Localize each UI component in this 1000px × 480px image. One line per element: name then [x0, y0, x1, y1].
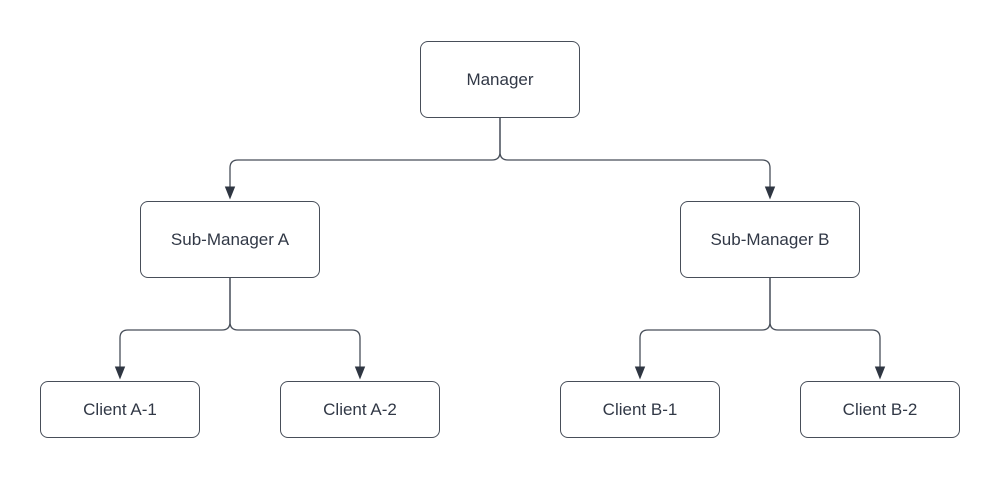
- edge-sub-manager-a-client-a1: [114, 278, 231, 380]
- edge-sub-manager-b-client-b2: [769, 278, 886, 380]
- node-label: Client B-2: [842, 399, 918, 419]
- node-client-b1[interactable]: Client B-1: [560, 381, 720, 438]
- edge-sub-manager-a-client-a2: [229, 278, 366, 380]
- arrowhead-down-icon: [114, 366, 126, 380]
- node-sub-manager-b[interactable]: Sub-Manager B: [680, 201, 860, 278]
- arrowhead-down-icon: [764, 186, 776, 200]
- arrowhead-down-icon: [634, 366, 646, 380]
- node-label: Sub-Manager A: [170, 229, 290, 249]
- node-manager[interactable]: Manager: [420, 41, 580, 118]
- edge-manager-sub-manager-b: [499, 118, 776, 200]
- node-label: Manager: [466, 69, 534, 89]
- edge-manager-sub-manager-a: [224, 118, 501, 200]
- node-label: Client A-2: [323, 399, 397, 419]
- node-label: Sub-Manager B: [710, 229, 830, 249]
- arrowhead-down-icon: [224, 186, 236, 200]
- node-label: Client B-1: [602, 399, 678, 419]
- node-client-a1[interactable]: Client A-1: [40, 381, 200, 438]
- edge-sub-manager-b-client-b1: [634, 278, 771, 380]
- arrowhead-down-icon: [354, 366, 366, 380]
- node-client-a2[interactable]: Client A-2: [280, 381, 440, 438]
- arrowhead-down-icon: [874, 366, 886, 380]
- node-label: Client A-1: [83, 399, 157, 419]
- node-client-b2[interactable]: Client B-2: [800, 381, 960, 438]
- node-sub-manager-a[interactable]: Sub-Manager A: [140, 201, 320, 278]
